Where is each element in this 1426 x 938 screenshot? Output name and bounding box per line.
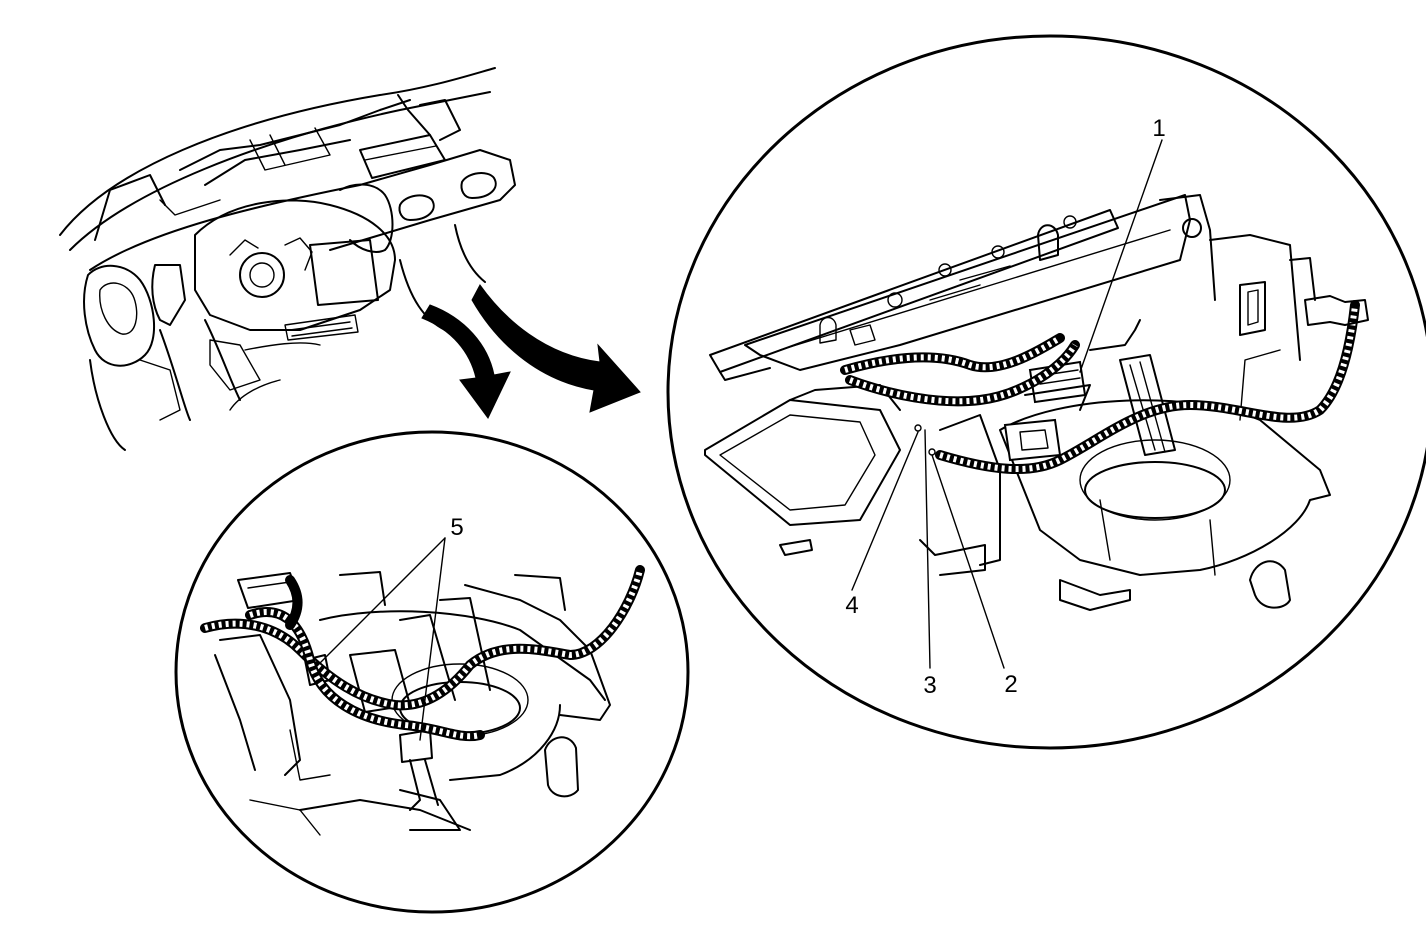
arrow-to-bottom-detail [421,304,511,419]
callout-4: 4 [845,592,858,619]
detail-circle-bottom [174,430,690,914]
callout-2: 2 [1004,671,1017,698]
dashboard-overview [59,67,516,451]
arrow-to-top-detail [471,284,641,413]
callout-1: 1 [1152,115,1165,142]
detail-circle-top-right [666,34,1426,750]
callout-5: 5 [450,514,463,541]
callout-3: 3 [923,672,936,699]
